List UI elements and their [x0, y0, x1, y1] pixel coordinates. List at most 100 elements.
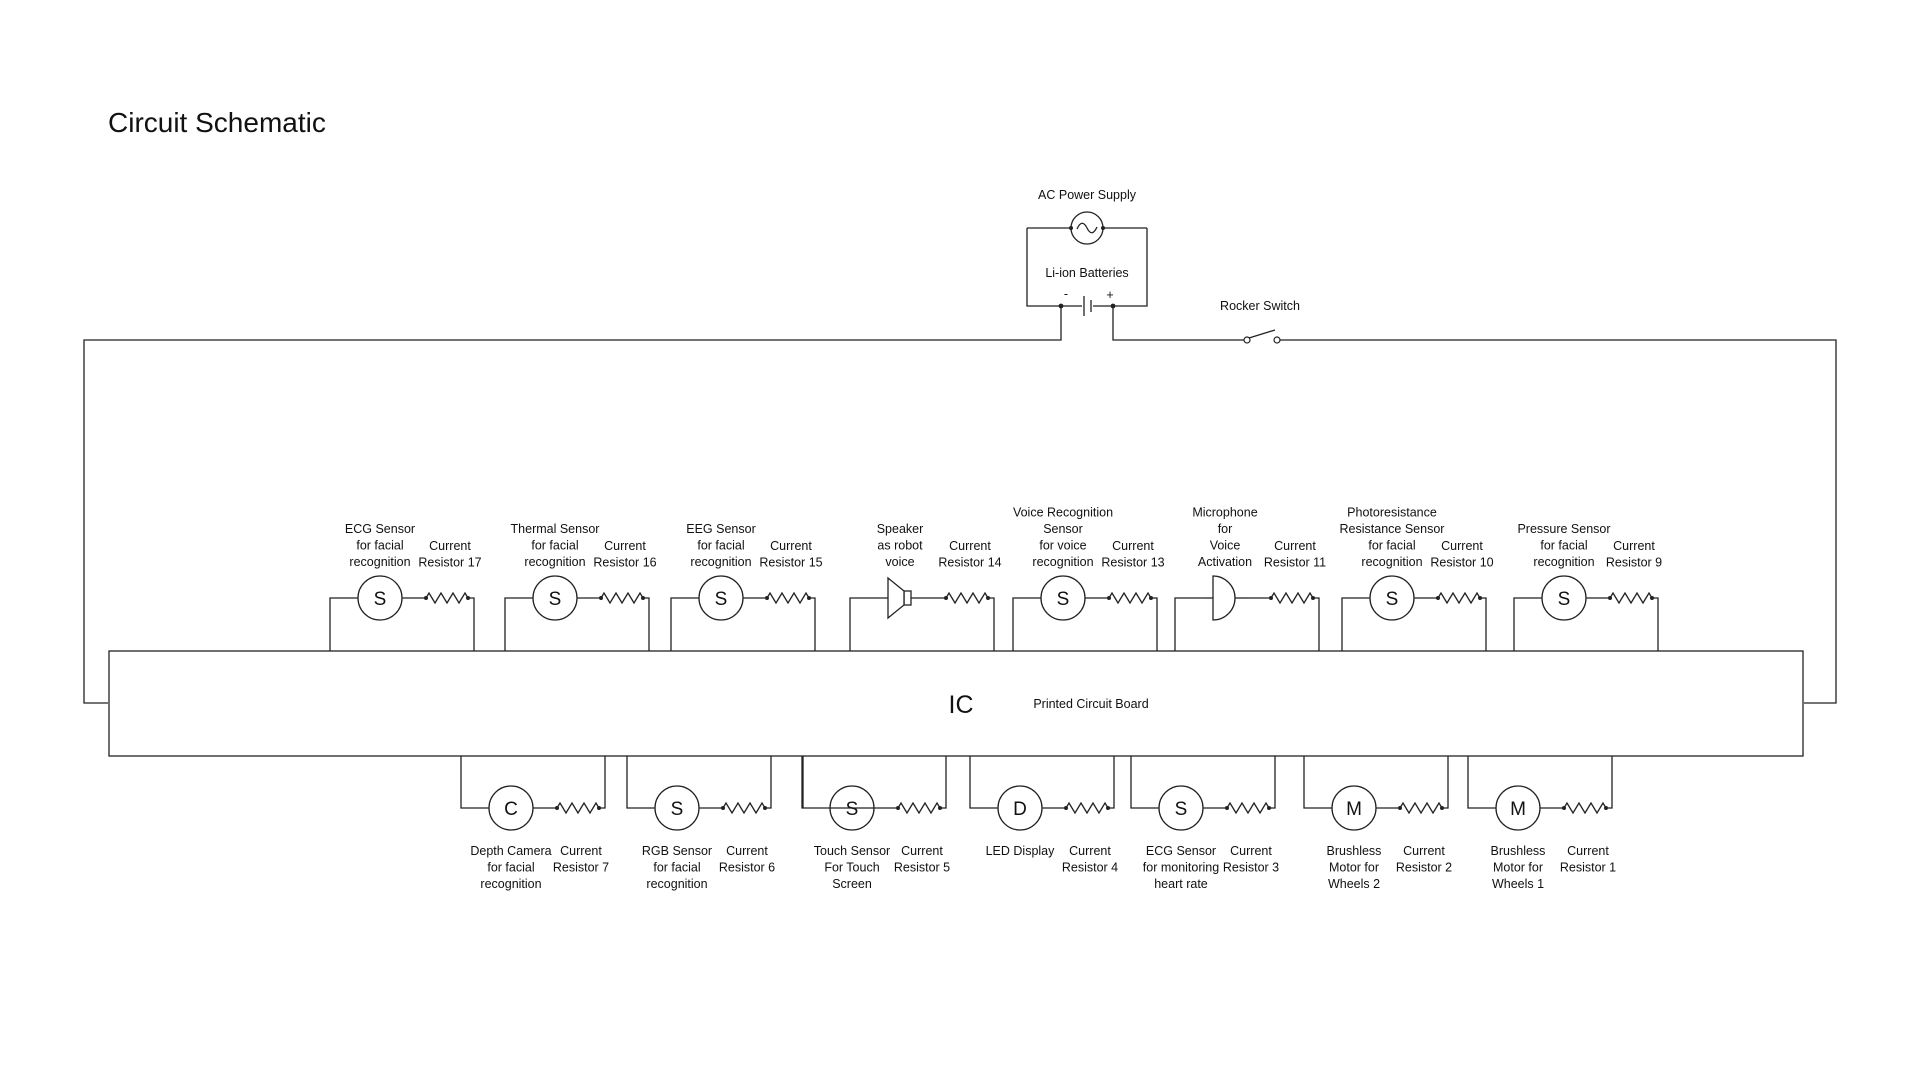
resistor-label: Resistor 10	[1430, 556, 1493, 570]
component-label: Microphone	[1192, 506, 1257, 520]
rocker-switch-label: Rocker Switch	[1220, 299, 1300, 313]
resistor-icon	[1108, 591, 1152, 605]
power-section: AC Power Supply Li-ion Batteries - + Roc…	[83, 188, 1837, 704]
component-label: Touch Sensor	[814, 844, 890, 858]
branch-wire	[1586, 597, 1659, 651]
resistor-icon	[945, 591, 989, 605]
top-component-row: S ECG Sensor for facial recognition CurrentR…	[329, 506, 1662, 651]
resistor-label: Resistor 11	[1264, 556, 1326, 570]
resistor-icon	[425, 591, 469, 605]
speaker-icon	[887, 576, 905, 620]
component-label: recognition	[1032, 555, 1093, 569]
branch-wire	[626, 756, 655, 809]
sensor-icon	[1158, 785, 1204, 831]
component-symbol: S	[374, 589, 387, 610]
branch-wire	[1303, 756, 1332, 809]
terminal-dot	[1478, 596, 1482, 600]
resistor-label: Resistor 1	[1560, 861, 1616, 875]
branch-wire	[1467, 756, 1496, 809]
resistor-label: Resistor 7	[553, 861, 609, 875]
terminal-dot	[424, 596, 428, 600]
component-symbol: S	[846, 799, 859, 820]
component-label: Wheels 2	[1328, 877, 1380, 891]
component-symbol: S	[715, 589, 728, 610]
component-symbol: S	[671, 799, 684, 820]
resistor-icon	[556, 801, 600, 815]
terminal-dot	[763, 806, 767, 810]
component-label: Brushless	[1491, 844, 1546, 858]
branch-wire	[874, 756, 947, 809]
branch-wire	[577, 597, 650, 651]
component-label: for	[1218, 522, 1233, 536]
component-label: for facial	[356, 539, 403, 553]
resistor-icon	[1609, 591, 1653, 605]
resistor-label: Current	[1069, 844, 1111, 858]
terminal-dot	[1562, 806, 1566, 810]
battery-plus-sign: +	[1106, 288, 1113, 302]
terminal-dot	[1106, 806, 1110, 810]
motor-icon	[1331, 785, 1377, 831]
terminal-dot	[555, 806, 559, 810]
ic-label: IC	[949, 691, 974, 719]
resistor-icon	[1437, 591, 1481, 605]
component-label: Motor for	[1329, 861, 1379, 875]
branch-wire	[801, 756, 830, 809]
branch-wire	[1042, 756, 1115, 809]
branch-wire	[849, 597, 878, 651]
resistor-icon	[1270, 591, 1314, 605]
component-label: ECG Sensor	[1146, 844, 1216, 858]
component-label: recognition	[646, 877, 707, 891]
branch-wire	[1376, 756, 1449, 809]
resistor-label: Current	[1112, 539, 1154, 553]
component-label: Brushless	[1327, 844, 1382, 858]
resistor-label: Resistor 6	[719, 861, 775, 875]
terminal-dot	[1398, 806, 1402, 810]
terminal-dot	[1107, 596, 1111, 600]
page-title: Circuit Schematic	[108, 107, 326, 138]
display-icon	[997, 785, 1043, 831]
component-branch-top-6: MicrophoneforVoiceActivationCurrentResis…	[1174, 506, 1326, 651]
terminal-dot	[466, 596, 470, 600]
component-label: Wheels 1	[1492, 877, 1544, 891]
branch-wire	[1341, 597, 1370, 651]
main-wire-right	[1112, 306, 1837, 704]
sensor-icon	[654, 785, 700, 831]
component-label: Photoresistance	[1347, 506, 1437, 520]
component-label: recognition	[690, 555, 751, 569]
terminal-dot	[1608, 596, 1612, 600]
sensor-icon	[1541, 575, 1587, 621]
branch-wire	[1540, 756, 1613, 809]
resistor-label: Current	[604, 539, 646, 553]
component-label: Activation	[1198, 555, 1252, 569]
component-label: LED Display	[986, 844, 1056, 858]
ac-supply-wires	[1026, 227, 1148, 307]
component-symbol: S	[549, 589, 562, 610]
component-label: for voice	[1039, 539, 1086, 553]
component-label: recognition	[524, 555, 585, 569]
component-symbol: S	[1558, 589, 1571, 610]
resistor-icon	[897, 801, 941, 815]
switch-contact	[1273, 336, 1281, 344]
terminal-dot	[1269, 596, 1273, 600]
resistor-label: Current	[1230, 844, 1272, 858]
branch-wire	[402, 597, 475, 651]
component-label: ECG Sensor	[345, 522, 415, 536]
resistor-icon	[600, 591, 644, 605]
main-wire-left	[83, 306, 1062, 704]
branch-wire	[504, 597, 533, 651]
component-label: for facial	[487, 861, 534, 875]
terminal-dot	[944, 596, 948, 600]
component-label: recognition	[480, 877, 541, 891]
resistor-icon	[766, 591, 810, 605]
branch-wire	[922, 597, 995, 651]
component-symbol: S	[1057, 589, 1070, 610]
terminal-dot	[1101, 226, 1105, 230]
terminal-dot	[1440, 806, 1444, 810]
